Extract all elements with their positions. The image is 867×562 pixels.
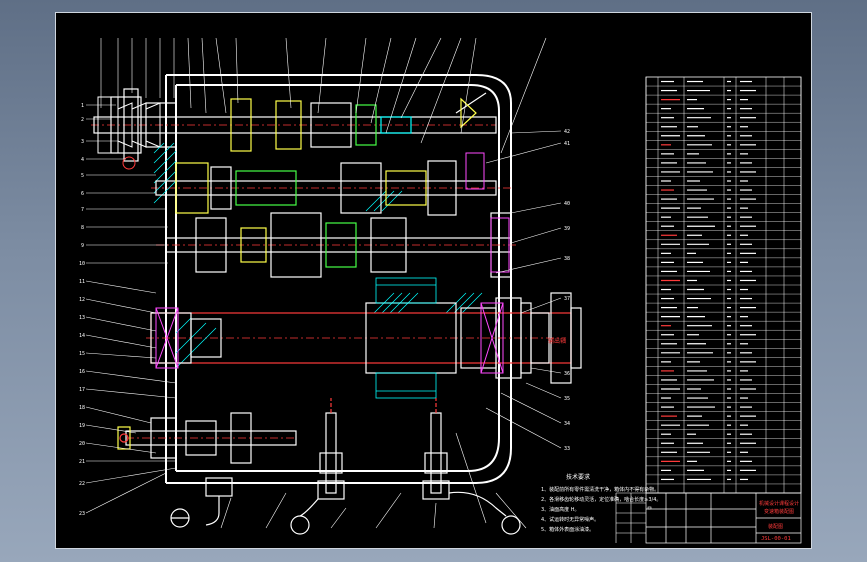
pulley	[97, 96, 161, 170]
svg-text:37: 37	[564, 296, 570, 302]
svg-text:15: 15	[79, 351, 85, 357]
title-line-3: 装配图	[768, 523, 783, 530]
svg-text:39: 39	[564, 226, 570, 232]
svg-text:41: 41	[564, 141, 570, 147]
svg-text:10: 10	[79, 261, 85, 267]
svg-text:6: 6	[81, 191, 84, 197]
svg-text:38: 38	[564, 256, 570, 262]
svg-text:20: 20	[79, 441, 85, 447]
svg-text:5: 5	[81, 173, 84, 179]
intermediate-shaft-1	[155, 160, 497, 216]
leader-lines-right	[220, 130, 562, 529]
title-line-1: 机械设计课程设计	[759, 500, 799, 507]
shift-rods	[205, 398, 450, 500]
svg-text:22: 22	[79, 481, 85, 487]
svg-text:3: 3	[81, 139, 84, 145]
svg-text:23: 23	[79, 511, 85, 517]
svg-text:7: 7	[81, 207, 84, 213]
svg-text:12: 12	[79, 297, 85, 303]
svg-text:42: 42	[564, 129, 570, 135]
svg-text:2: 2	[81, 117, 84, 123]
tech-item-5: 5、箱体外表面涂油漆。	[541, 526, 594, 533]
svg-text:13: 13	[79, 315, 85, 321]
svg-text:17: 17	[79, 387, 85, 393]
svg-text:21: 21	[79, 459, 85, 465]
leader-lines-left	[85, 37, 547, 514]
svg-text:4: 4	[81, 157, 84, 163]
svg-text:9: 9	[81, 243, 84, 249]
title-line-2: 变速箱装配图	[764, 508, 794, 515]
gearbox-housing	[165, 74, 512, 484]
svg-text:1: 1	[81, 103, 84, 109]
tech-item-1: 1、装配前所有零件需清洗干净，箱体内不得有杂物。	[541, 486, 659, 493]
signature-grid	[615, 492, 652, 543]
svg-text:14: 14	[79, 333, 85, 339]
parts-list-table	[645, 76, 802, 494]
tech-item-4: 4、试运转时无异常噪声。	[541, 516, 599, 523]
svg-text:11: 11	[79, 279, 85, 285]
technical-requirements: 技术要求 1、装配前所有零件需清洗干净，箱体内不得有杂物。 2、各滑移齿轮移动灵…	[541, 473, 661, 533]
tech-item-2: 2、各滑移齿轮移动灵活，定位准确，啮合长度≥3/4。	[541, 496, 661, 503]
end-cover	[455, 92, 582, 384]
svg-text:19: 19	[79, 423, 85, 429]
svg-text:36: 36	[564, 371, 570, 377]
shift-handles	[170, 491, 521, 535]
tech-heading: 技术要求	[566, 473, 590, 481]
title-block	[645, 492, 802, 544]
svg-text:16: 16	[79, 369, 85, 375]
svg-text:40: 40	[564, 201, 570, 207]
drawing-number: JSL-00-01	[761, 536, 791, 542]
centre-lines	[91, 124, 566, 439]
output-callout: 输出轴	[548, 337, 566, 345]
svg-text:18: 18	[79, 405, 85, 411]
tech-item-3: 3、油面高度 H。	[541, 506, 580, 513]
svg-text:35: 35	[564, 396, 570, 402]
section-hatching	[153, 142, 483, 369]
svg-text:33: 33	[564, 446, 570, 452]
svg-text:34: 34	[564, 421, 570, 427]
svg-text:8: 8	[81, 225, 84, 231]
output-gear	[375, 277, 437, 399]
shift-mechanism	[117, 412, 297, 464]
